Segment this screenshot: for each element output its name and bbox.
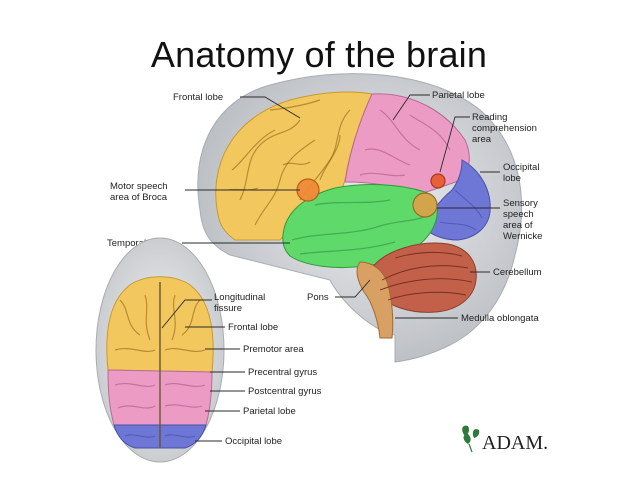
slide-title: Anatomy of the brain	[150, 34, 488, 75]
brainstem-region	[356, 261, 394, 339]
label-top-occipital-lobe: Occipital lobe	[225, 436, 282, 447]
label-frontal-lobe: Frontal lobe	[173, 92, 223, 103]
label-sensory-line2: speech	[503, 209, 534, 220]
label-sensory-line4: Wernicke	[503, 231, 542, 242]
temporal-gyri	[291, 199, 429, 255]
occipital-lobe-region	[424, 159, 491, 241]
label-occipital-line2: lobe	[503, 173, 521, 184]
label-premotor-area: Premotor area	[243, 344, 304, 355]
top-view-brain	[95, 237, 225, 463]
label-precentral-gyrus: Precentral gyrus	[248, 367, 317, 378]
top-gyri	[114, 294, 206, 438]
cerebellum-folia	[379, 251, 473, 301]
side-view-brain	[197, 73, 523, 363]
top-view-leaders	[161, 299, 245, 442]
broca-area-marker	[296, 178, 320, 202]
adam-leaf-icon	[462, 425, 480, 453]
label-occipital-line1: Occipital	[503, 162, 539, 173]
label-motor-line2: area of Broca	[110, 192, 168, 203]
frontal-gyri	[227, 99, 351, 226]
reading-area-marker	[430, 173, 446, 189]
label-reading-line3: area	[472, 134, 492, 145]
adam-logo: ADAM.	[462, 425, 548, 454]
occipital-gyri	[439, 189, 483, 231]
label-temporal-lobe: Temporal lobe	[107, 238, 167, 249]
label-reading-line2: comprehension	[472, 123, 537, 134]
label-medulla: Medulla oblongata	[461, 313, 539, 324]
label-top-parietal-lobe: Parietal lobe	[243, 406, 296, 417]
label-longitudinal-line1: Longitudinal	[214, 292, 265, 303]
label-sensory-line1: Sensory	[503, 198, 538, 209]
label-pons: Pons	[307, 292, 329, 303]
label-postcentral-gyrus: Postcentral gyrus	[248, 386, 322, 397]
label-parietal-lobe: Parietal lobe	[432, 90, 485, 101]
label-top-frontal-lobe: Frontal lobe	[228, 322, 278, 333]
label-motor-line1: Motor speech	[110, 181, 168, 192]
label-reading-line1: Reading	[472, 112, 507, 123]
adam-brand-text: ADAM.	[482, 432, 548, 454]
label-longitudinal-line2: fissure	[214, 303, 242, 314]
temporal-lobe-region	[282, 184, 438, 269]
wernicke-area-marker	[412, 192, 438, 218]
label-cerebellum: Cerebellum	[493, 267, 542, 278]
top-view-labels: Longitudinal fissure Frontal lobe Premot…	[214, 292, 322, 447]
label-sensory-line3: area of	[503, 220, 533, 231]
side-view-labels: Frontal lobe Parietal lobe Reading compr…	[107, 90, 542, 324]
side-view-leaders	[182, 94, 500, 319]
